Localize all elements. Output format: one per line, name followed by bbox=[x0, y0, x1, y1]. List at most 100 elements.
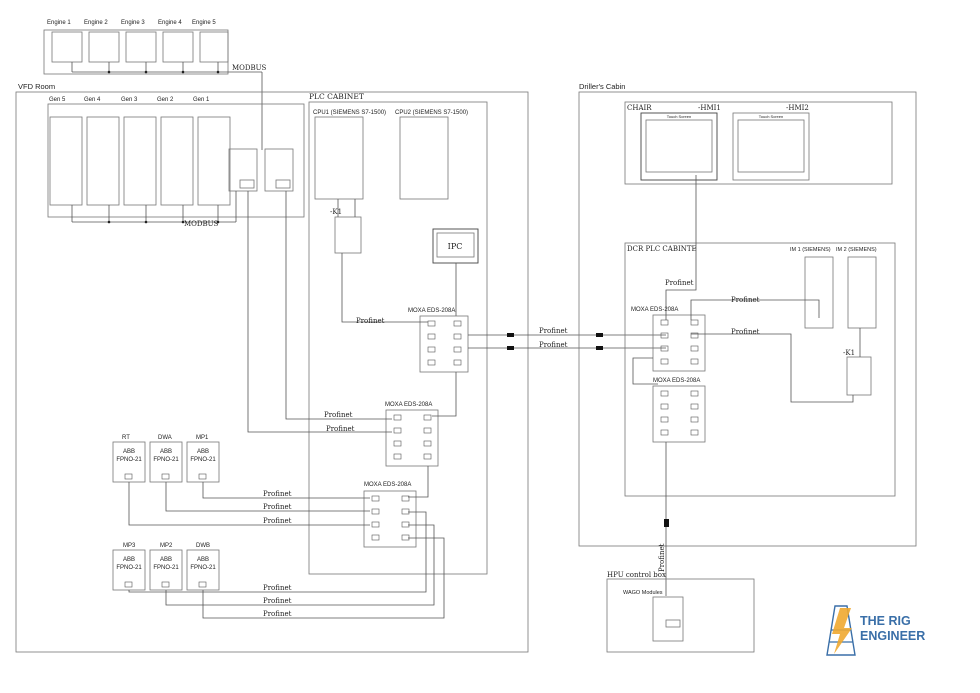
switch-port bbox=[427, 359, 436, 366]
drive-mp2-sub: FPNO-21 bbox=[153, 565, 179, 571]
plc-switch1 bbox=[419, 315, 469, 373]
dcr-switch1 bbox=[652, 314, 706, 372]
drillers-cabin-title: Driller's Cabin bbox=[579, 82, 625, 91]
profinet-wiring-plc bbox=[128, 191, 457, 619]
drive-mp2: MP2 ABB FPNO-21 bbox=[149, 543, 183, 591]
plc-switch2 bbox=[385, 409, 439, 467]
dcr-switch2-label: MOXA EDS-208A bbox=[653, 378, 700, 384]
drive-mp2-model: ABB bbox=[160, 557, 172, 563]
profinet-label-5: Profinet bbox=[263, 503, 292, 511]
hmi2-touch-screen: Touch Screen bbox=[759, 114, 783, 119]
dcr-switch2 bbox=[652, 385, 706, 443]
cpu1-module bbox=[314, 116, 364, 200]
drive-mp1: MP1 ABB FPNO-21 bbox=[186, 435, 220, 483]
im2-module bbox=[847, 256, 877, 329]
switch-port bbox=[660, 358, 669, 365]
switch-port bbox=[401, 534, 410, 541]
plc-switch3-label: MOXA EDS-208A bbox=[364, 482, 411, 488]
dcr-relay-label: -K1 bbox=[843, 349, 855, 357]
im1-label: IM 1 (SIEMENS) bbox=[790, 247, 831, 253]
profinet-labels-plc: Profinet Profinet Profinet Profinet Prof… bbox=[263, 317, 385, 618]
switch-port bbox=[393, 440, 402, 447]
switch-port bbox=[660, 416, 669, 423]
drillers-cabin: Driller's Cabin CHAIR -HMI1 -HMI2 Touch … bbox=[578, 82, 917, 547]
profinet-label-1: Profinet bbox=[356, 317, 385, 325]
gen-4-label: Gen 4 bbox=[84, 97, 101, 103]
profinet-label-11: Profinet bbox=[539, 341, 568, 349]
profinet-label-7: Profinet bbox=[263, 584, 292, 592]
switch-port bbox=[453, 320, 462, 327]
drive-mp3-model: ABB bbox=[123, 557, 135, 563]
drive-dwb-name: DWB bbox=[196, 543, 210, 549]
hmi1-panel bbox=[640, 112, 718, 181]
switch-port bbox=[423, 414, 432, 421]
engine-1-label: Engine 1 bbox=[47, 20, 71, 26]
plc-relay bbox=[334, 216, 362, 254]
switch-port bbox=[660, 429, 669, 436]
switch-port bbox=[690, 390, 699, 397]
ipc-box bbox=[432, 228, 479, 264]
drive-dwa: DWA ABB FPNO-21 bbox=[149, 435, 183, 483]
cpu2-label: CPU2 (SIEMENS S7-1500) bbox=[395, 110, 468, 116]
plc-switch3 bbox=[363, 490, 417, 548]
switch-port bbox=[371, 508, 380, 515]
im1-module bbox=[804, 256, 834, 329]
plc-relay-label: -K1 bbox=[330, 208, 342, 216]
drive-dwa-name: DWA bbox=[158, 435, 172, 441]
switch-port bbox=[393, 427, 402, 434]
gen-modules bbox=[49, 116, 294, 222]
switch-port bbox=[423, 440, 432, 447]
vfd-room: VFD Room Gen 5 Gen 4 Gen 3 Gen 2 Gen 1 bbox=[15, 82, 529, 653]
switch-port bbox=[690, 416, 699, 423]
switch-port bbox=[690, 332, 699, 339]
engine-modbus-label: MODBUS bbox=[232, 64, 267, 72]
drive-rt-model: ABB bbox=[123, 449, 135, 455]
switch-port bbox=[690, 319, 699, 326]
vfd-room-title: VFD Room bbox=[18, 82, 55, 91]
profinet-label-9: Profinet bbox=[263, 610, 292, 618]
drive-rt: RT ABB FPNO-21 bbox=[112, 435, 146, 483]
hmi1-touch-screen: Touch Screen bbox=[667, 114, 691, 119]
switch-port bbox=[660, 390, 669, 397]
inter-room-links: Profinet Profinet bbox=[468, 327, 666, 350]
cpu1-label: CPU1 (SIEMENS S7-1500) bbox=[313, 110, 386, 116]
drive-dwb: DWB ABB FPNO-21 bbox=[186, 543, 220, 591]
wago-module bbox=[652, 596, 684, 642]
drive-mp3: MP3 ABB FPNO-21 bbox=[112, 543, 146, 591]
switch-port bbox=[660, 332, 669, 339]
switch-ports bbox=[371, 319, 699, 541]
chair-box bbox=[624, 101, 893, 185]
profinet-label-8: Profinet bbox=[263, 597, 292, 605]
plc-cabinet-title: PLC CABINET bbox=[309, 92, 364, 101]
hmi2-label: -HMI2 bbox=[786, 104, 809, 112]
switch-port bbox=[427, 333, 436, 340]
drive-rt-sub: FPNO-21 bbox=[116, 457, 142, 463]
engine-3-label: Engine 3 bbox=[121, 20, 145, 26]
gen-1-label: Gen 1 bbox=[193, 97, 210, 103]
gen-3-label: Gen 3 bbox=[121, 97, 138, 103]
gen-5-label: Gen 5 bbox=[49, 97, 66, 103]
drive-mp1-name: MP1 bbox=[196, 435, 209, 441]
engine-5-label: Engine 5 bbox=[192, 20, 216, 26]
derrick-icon bbox=[826, 605, 856, 656]
switch-port bbox=[423, 427, 432, 434]
switch-port bbox=[660, 345, 669, 352]
drive-dwb-sub: FPNO-21 bbox=[190, 565, 216, 571]
dcr-cabinet bbox=[624, 242, 896, 497]
profinet-label-4: Profinet bbox=[263, 490, 292, 498]
switch-port bbox=[660, 319, 669, 326]
switch-port bbox=[453, 359, 462, 366]
switch-port bbox=[690, 429, 699, 436]
rig-engineer-logo: THE RIG ENGINEER bbox=[826, 605, 925, 656]
switch-port bbox=[453, 333, 462, 340]
switch-port bbox=[401, 495, 410, 502]
gen-modbus-label: MODBUS bbox=[184, 220, 219, 228]
dcr-switch1-label: MOXA EDS-208A bbox=[631, 307, 678, 313]
profinet-label-3: Profinet bbox=[326, 425, 355, 433]
switch-port bbox=[690, 403, 699, 410]
dcr-title: DCR PLC CABINTE bbox=[627, 245, 697, 253]
switch-port bbox=[401, 521, 410, 528]
logo-line1: THE RIG bbox=[860, 614, 911, 628]
hpu-title: HPU control box bbox=[607, 571, 666, 579]
